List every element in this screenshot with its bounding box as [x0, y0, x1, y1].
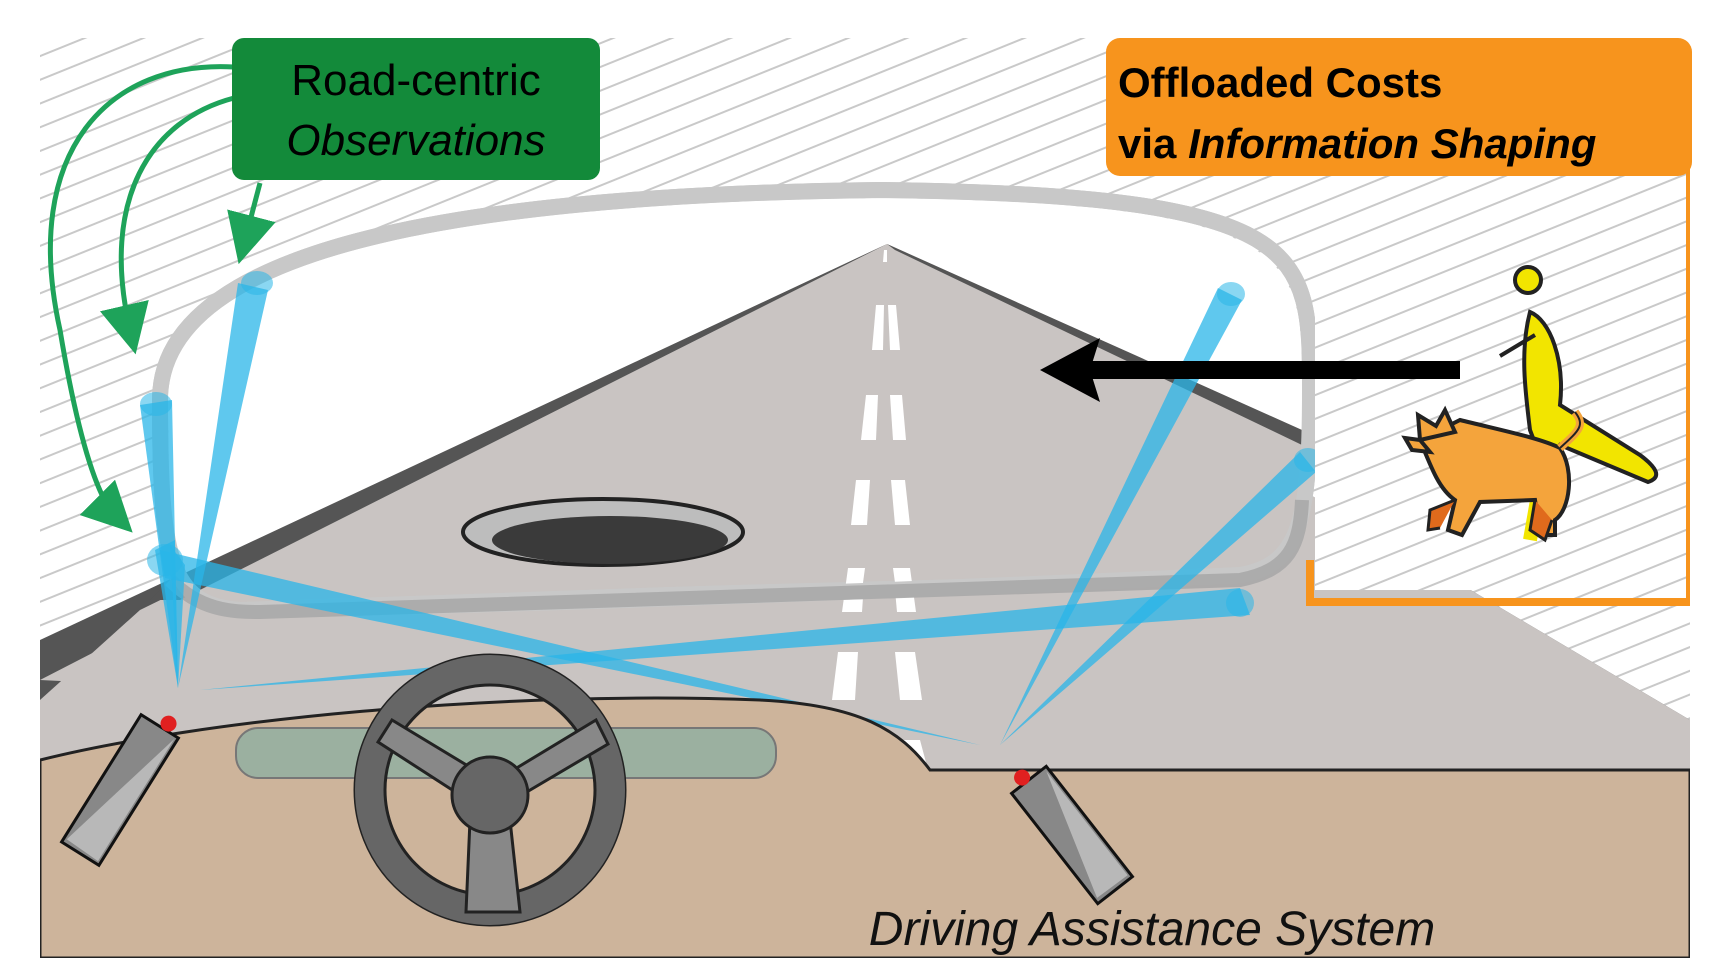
offloaded-line1: Offloaded Costs — [1118, 59, 1442, 106]
system-label: Driving Assistance System — [869, 903, 1435, 956]
camera-sensor-icon — [1009, 764, 1135, 906]
offloaded-line2: via Information Shaping — [1118, 120, 1596, 167]
dog-icon — [1401, 405, 1584, 543]
arrow-left-icon — [1040, 338, 1460, 402]
offloaded-line2-italic: Information Shaping — [1188, 120, 1596, 167]
observations-label-box: Road-centric Observations — [232, 38, 600, 180]
curved-arrow-icon — [48, 64, 276, 533]
offloaded-label-box: Offloaded Costs via Information Shaping — [1106, 38, 1692, 176]
observations-line1: Road-centric — [291, 56, 540, 105]
offloaded-line2-prefix: via — [1118, 120, 1188, 167]
observations-line2: Observations — [286, 116, 545, 165]
camera-sensor-icon — [59, 712, 181, 868]
steering-wheel-icon — [353, 653, 627, 927]
